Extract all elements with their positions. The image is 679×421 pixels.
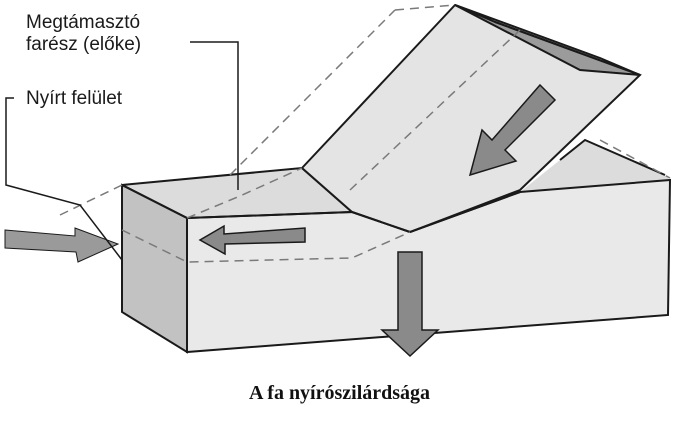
rafter-force-arrow (468, 83, 557, 177)
shear-surface-label: Nyírt felület (26, 88, 123, 109)
dashed-rafter-ghost-2 (394, 4, 456, 11)
rafter-notch-edge (409, 191, 521, 233)
figure-caption: A fa nyírószilárdsága (248, 382, 431, 404)
dashed-rafter-ghost-3 (349, 29, 521, 191)
dashed-shear-plane (121, 229, 411, 263)
rafter-bottom-edge (351, 211, 411, 233)
shear-force-arrow (198, 224, 306, 256)
dashed-shear-plane-top (186, 167, 303, 219)
dashed-rafter-ghost-1 (229, 9, 396, 176)
hidden-lines (59, 4, 671, 263)
force-arrows (4, 83, 557, 358)
shear-leader-line (5, 97, 123, 261)
vertical-force-arrow (380, 251, 440, 358)
main-beam-right-top-edge (559, 138, 666, 176)
support-leader-line (190, 41, 239, 190)
rafter-end (454, 4, 641, 76)
reaction-force-arrow (4, 227, 120, 263)
main-beam (121, 138, 672, 354)
rafter (300, 3, 642, 234)
leader-lines (5, 41, 239, 261)
dashed-left-top (59, 184, 123, 216)
support-label-line2: farész (előke) (26, 34, 142, 55)
dashed-right-block (599, 139, 671, 179)
support-label-line1: Megtámasztó (26, 12, 141, 33)
main-beam-top (122, 140, 670, 233)
